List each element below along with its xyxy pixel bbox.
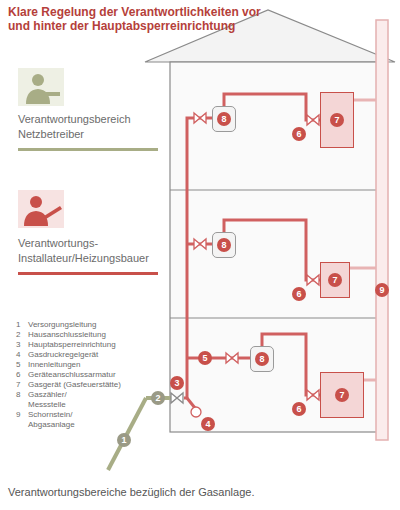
key-number: 1: [16, 320, 26, 330]
pipe-line: [224, 220, 320, 280]
callout-number: 6: [292, 287, 306, 301]
key-text: Gasdruckregelgerät: [28, 350, 128, 360]
key-number: 3: [16, 340, 26, 350]
valve: [226, 353, 238, 363]
key-text: Geräteanschlussarmatur: [28, 370, 128, 380]
floor-line: [170, 317, 378, 318]
valve: [194, 239, 206, 249]
pipe-connector: [224, 94, 320, 120]
key-text: Hausanschlussleitung: [28, 330, 128, 340]
key-number: 7: [16, 380, 26, 390]
supply-line: [108, 398, 146, 470]
callout-number: 7: [335, 388, 349, 402]
gas-meter: 8: [212, 232, 236, 258]
key-text: Versorgungsleitung: [28, 320, 128, 330]
key-text: Schornstein/ Abgasanlage: [28, 410, 84, 430]
floor-line: [170, 189, 378, 190]
legend-swatch: [18, 148, 158, 151]
key-number: 4: [16, 350, 26, 360]
gas-appliance: 7: [320, 262, 350, 298]
chimney: [376, 20, 388, 440]
key-number: 2: [16, 330, 26, 340]
key-number: 6: [16, 370, 26, 380]
callout-number: 6: [292, 127, 306, 141]
pipe-line: [224, 94, 320, 120]
house-wall: [170, 62, 378, 432]
callout-number: 7: [328, 273, 342, 287]
key-text: Hauptabsperreinrichtung: [28, 340, 128, 350]
callout-number: 6: [292, 402, 306, 416]
gas-meter: 8: [250, 346, 274, 372]
valve: [194, 113, 206, 123]
callout-number: 5: [198, 351, 212, 365]
callout-number: 8: [255, 352, 269, 366]
title: Klare Regelung der Verantwortlichkeiten …: [8, 5, 278, 33]
valve: [307, 390, 319, 400]
gas-appliance: 7: [320, 372, 364, 418]
installer-icon: [18, 190, 64, 228]
inner-pipes: [184, 118, 250, 408]
pressure-regulator: [191, 407, 201, 417]
main-shutoff-valve: [171, 393, 183, 403]
caption: Verantwortungsbereiche bezüglich der Gas…: [8, 486, 392, 499]
callout-number: 7: [330, 113, 344, 127]
valve: [307, 275, 319, 285]
valve: [307, 115, 319, 125]
callout-number: 8: [217, 112, 231, 126]
pipe-connector: [224, 220, 320, 280]
key-number: 9: [16, 410, 26, 420]
legend-text: Verantwortungsbereich Netzbetreiber: [18, 112, 168, 142]
legend-swatch: [18, 272, 158, 275]
key-number: 8: [16, 390, 26, 400]
callout-number: 8: [217, 238, 231, 252]
worker-icon: [18, 68, 64, 106]
callout-number: 4: [201, 417, 215, 431]
key-text: Gasgerät (Gasfeuerstätte): [28, 380, 128, 390]
gas-appliance: 7: [320, 92, 354, 148]
callout-number: 2: [151, 391, 165, 405]
key-number: 5: [16, 360, 26, 370]
gas-meter: 8: [212, 106, 236, 132]
callout-number: 9: [375, 283, 389, 297]
key-text: Innenleitungen: [28, 360, 128, 370]
callout-number: 1: [117, 433, 131, 447]
key-text: Gaszähler/ Messstelle: [28, 390, 84, 410]
legend-text: Verantwortungs- Installateur/Heizungsbau…: [18, 236, 168, 266]
callout-number: 3: [170, 376, 184, 390]
